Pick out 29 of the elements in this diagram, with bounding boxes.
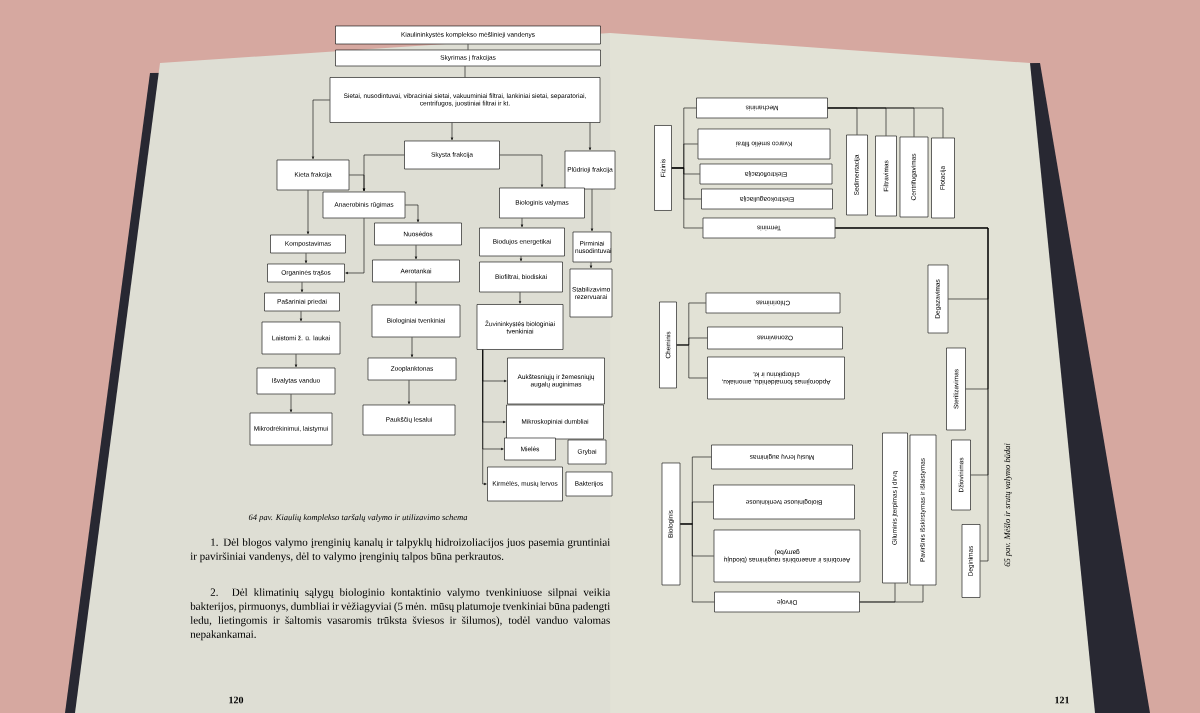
arrow [482, 349, 487, 486]
arrow [410, 337, 414, 358]
page-number: 121 [1055, 696, 1069, 704]
body-paragraph: 2. Dėl klimatinių sąlygų biologinio kontaktinio valymo tvenkiniuose silpnai veikia bakterijos, pirmuonys, dumbliai ir vėžiagyviai (5 mėn. mūsų platumoje tvenkiniai būna padengti ledu, lietingomis ir šaltomis vasaromis trūksta šviesos ir šilumos), todėl vanduo valomas nepakankamai. [190, 588, 611, 641]
figure-caption: 65 pav. Mėšlo ir srutų valymo būdai [1004, 443, 1012, 567]
arrow [520, 218, 524, 228]
arrow [345, 218, 365, 275]
arrow [518, 292, 522, 304]
arrow [588, 122, 592, 151]
arrow [306, 190, 310, 235]
arrow [519, 256, 523, 262]
arrow [300, 282, 304, 293]
arrow [590, 189, 594, 232]
figure-caption: 64 pav. Kiaulių komplekso taršalų valymo ir utilizavimo schema [248, 514, 468, 522]
arrow [362, 154, 405, 192]
arrow [299, 311, 303, 322]
arrow [294, 354, 298, 368]
page-number: 120 [229, 696, 244, 704]
body-paragraph: 1. Dėl blogos valymo įrenginių kanalų ir talpyklų hidroizoliacijos juos pasemia gruntiniai ir paviršiniai vandenys, dėl to valymo įrenginių talpos būna perkrautos. [190, 538, 611, 563]
arrow [405, 204, 420, 223]
arrow [499, 154, 544, 188]
arrow [311, 99, 330, 160]
arrow [289, 394, 293, 413]
arrow [450, 122, 454, 141]
arrow [589, 262, 593, 269]
arrow [407, 380, 411, 405]
arrow [414, 245, 418, 260]
arrow [414, 282, 418, 305]
arrow [304, 253, 308, 264]
